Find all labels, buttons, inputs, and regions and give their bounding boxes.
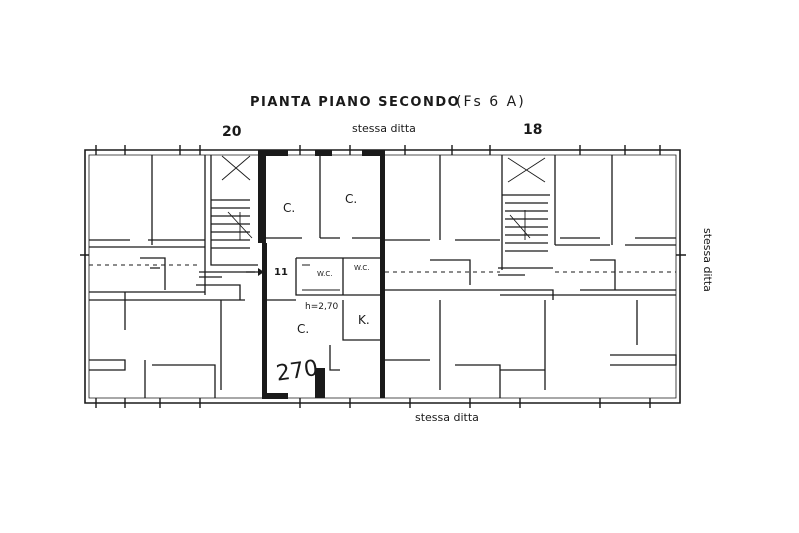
height-note: h=2,70	[305, 302, 339, 312]
dashed-lines	[89, 264, 676, 273]
neighbour-label-bottom: stessa ditta	[415, 411, 479, 424]
unit-number: 270	[275, 356, 320, 387]
window-marks	[80, 145, 686, 408]
room-label-wc-1: W.C.	[317, 270, 332, 278]
room-label-c-upper-right: C.	[345, 192, 357, 206]
party-walls	[258, 150, 385, 399]
room-label-kitchen: K.	[358, 313, 370, 327]
entrance-arrow-icon	[246, 268, 264, 276]
entrance-number: 11	[274, 267, 288, 278]
plan-title: PIANTA PIANO SECONDO	[250, 95, 460, 110]
room-label-c-lower: C.	[297, 322, 309, 336]
plan-title-note: (Fs 6 A)	[456, 94, 526, 110]
building-outline	[84, 149, 681, 404]
interior-walls	[89, 155, 677, 398]
neighbour-label-top: stessa ditta	[352, 122, 416, 135]
room-label-wc-2: W.C.	[354, 264, 369, 272]
neighbour-number-right: 18	[523, 122, 542, 138]
neighbour-label-right: stessa ditta	[701, 228, 714, 292]
room-label-c-upper-left: C.	[283, 201, 295, 215]
neighbour-number-left: 20	[222, 124, 242, 140]
